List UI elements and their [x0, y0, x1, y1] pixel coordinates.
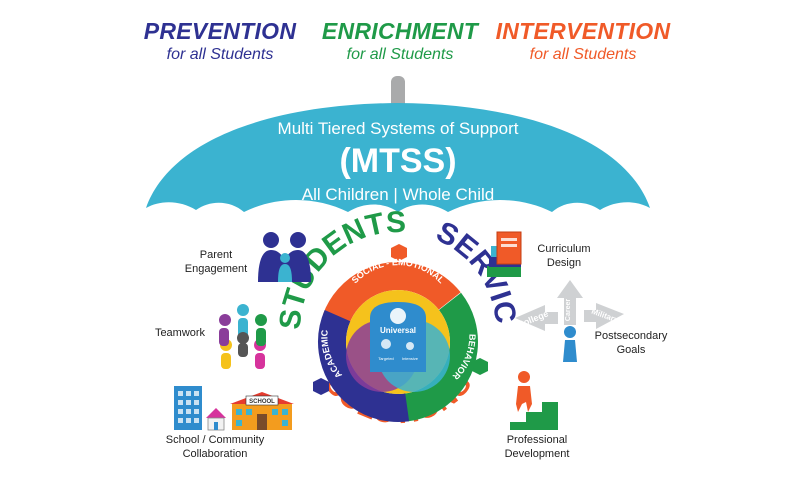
header-prevention: PREVENTION for all Students [120, 18, 320, 64]
school-community-icon: SCHOOL [174, 386, 294, 431]
label-curriculum-design: Curriculum Design [537, 243, 591, 269]
umbrella-line1: Multi Tiered Systems of Support [278, 119, 519, 138]
hexagon-blue-icon [313, 378, 329, 395]
label-postsecondary-goals: Postsecondary Goals [594, 330, 668, 356]
header-enrichment-title: ENRICHMENT [321, 18, 479, 44]
umbrella-line2: (MTSS) [339, 142, 456, 180]
climbing-stairs-icon [510, 371, 558, 430]
tier-targeted-label: Targeted [378, 356, 394, 361]
segment-behavior [318, 262, 478, 422]
header-intervention: INTERVENTION for all Students [478, 18, 688, 64]
header-intervention-title: INTERVENTION [495, 18, 671, 44]
header-prevention-subtitle: for all Students [166, 46, 274, 63]
header-prevention-title: PREVENTION [143, 18, 297, 44]
header-intervention-subtitle: for all Students [529, 46, 637, 63]
crossroads-arrows-icon: College Career Military [515, 280, 624, 362]
label-school-community: School / Community Collaboration [165, 434, 265, 460]
books-icon [487, 231, 522, 277]
umbrella-canopy-icon [146, 103, 650, 212]
header-enrichment: ENRICHMENT for all Students [300, 18, 500, 64]
universal-targeted-intensive-icon: Universal Targeted Intensive [370, 302, 426, 372]
tier-universal-label: Universal [380, 326, 416, 335]
school-sign-label: SCHOOL [249, 399, 275, 405]
hexagon-green-icon [472, 358, 488, 375]
hexagon-orange-icon [391, 244, 407, 261]
segment-academic [318, 262, 478, 422]
tier-intensive-label: Intensive [402, 356, 419, 361]
teamwork-circle-icon [219, 304, 267, 369]
family-icon [258, 232, 311, 282]
sign-career-label: Career [565, 299, 572, 321]
umbrella-line3: All Children | Whole Child [302, 185, 494, 204]
label-professional-development: Professional Development [504, 434, 570, 460]
label-teamwork: Teamwork [154, 327, 206, 339]
header-enrichment-subtitle: for all Students [346, 46, 454, 63]
label-parent-engagement: Parent Engagement [184, 249, 248, 275]
